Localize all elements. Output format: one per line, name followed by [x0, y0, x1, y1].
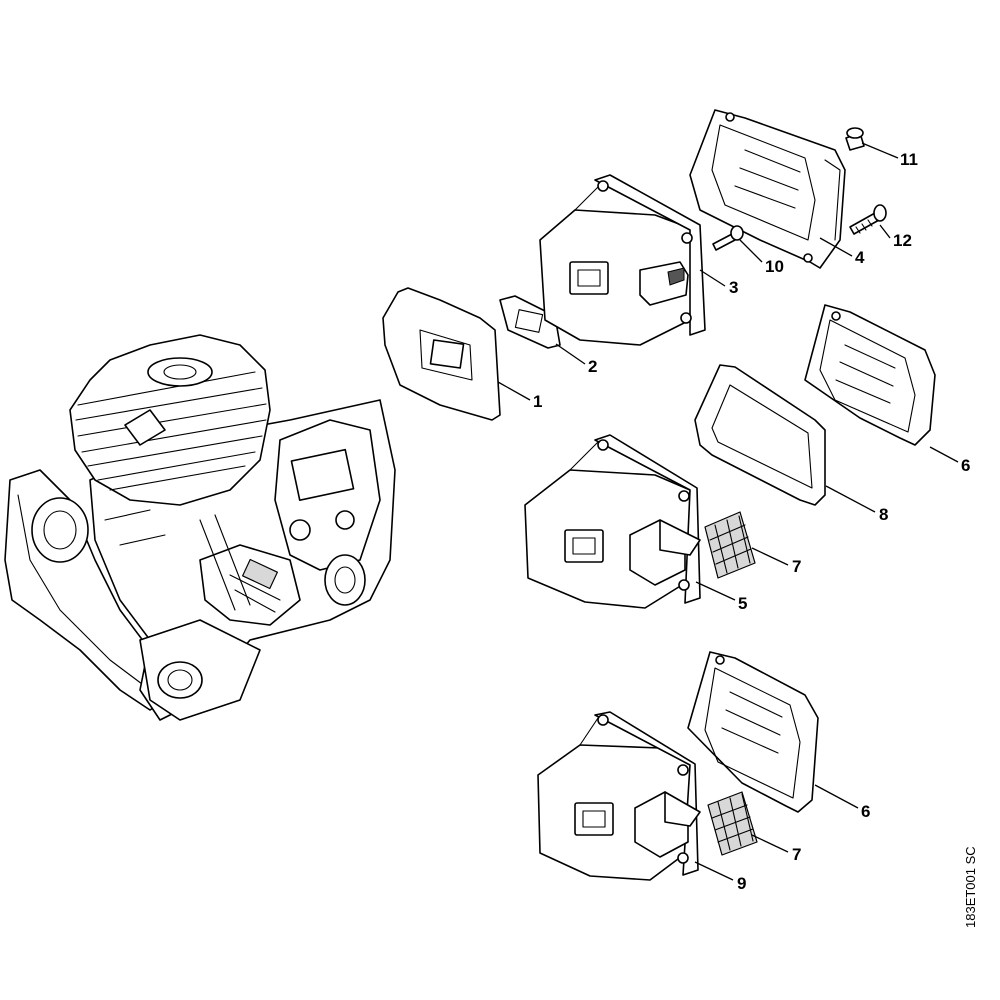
callout-3: 3 [729, 278, 738, 297]
part-8-gasket [694, 364, 826, 506]
callout-6-lower: 6 [861, 802, 870, 821]
part-7-screen-upper [704, 511, 756, 579]
callout-12: 12 [893, 231, 912, 250]
part-1-heat-shield [382, 287, 501, 421]
callout-6-upper: 6 [961, 456, 970, 475]
part-9-muffler [537, 711, 701, 881]
part-12-screw [849, 204, 887, 235]
part-5-muffler [524, 434, 701, 609]
callout-1: 1 [533, 392, 542, 411]
part-11-screw [845, 127, 865, 151]
callout-8: 8 [879, 505, 888, 524]
callout-7-upper: 7 [792, 557, 801, 576]
engine-assembly [4, 334, 396, 721]
leader-lines [497, 142, 959, 881]
callout-9: 9 [737, 874, 746, 893]
callout-7-lower: 7 [792, 845, 801, 864]
drawing-id: 183ET001 SC [963, 846, 978, 928]
callout-labels: 1 2 3 4 5 6 6 7 7 8 9 10 11 12 [533, 150, 970, 893]
part-6-cover-lower [687, 651, 819, 813]
callout-4: 4 [855, 248, 865, 267]
part-7-screen-lower [707, 791, 758, 856]
part-2-gasket [499, 295, 561, 349]
callout-5: 5 [738, 594, 747, 613]
part-6-cover-upper [804, 304, 936, 446]
part-10-screw [712, 225, 744, 251]
part-3-muffler [539, 174, 706, 346]
callout-2: 2 [588, 357, 597, 376]
callout-11: 11 [900, 150, 918, 169]
callout-10: 10 [765, 257, 784, 276]
